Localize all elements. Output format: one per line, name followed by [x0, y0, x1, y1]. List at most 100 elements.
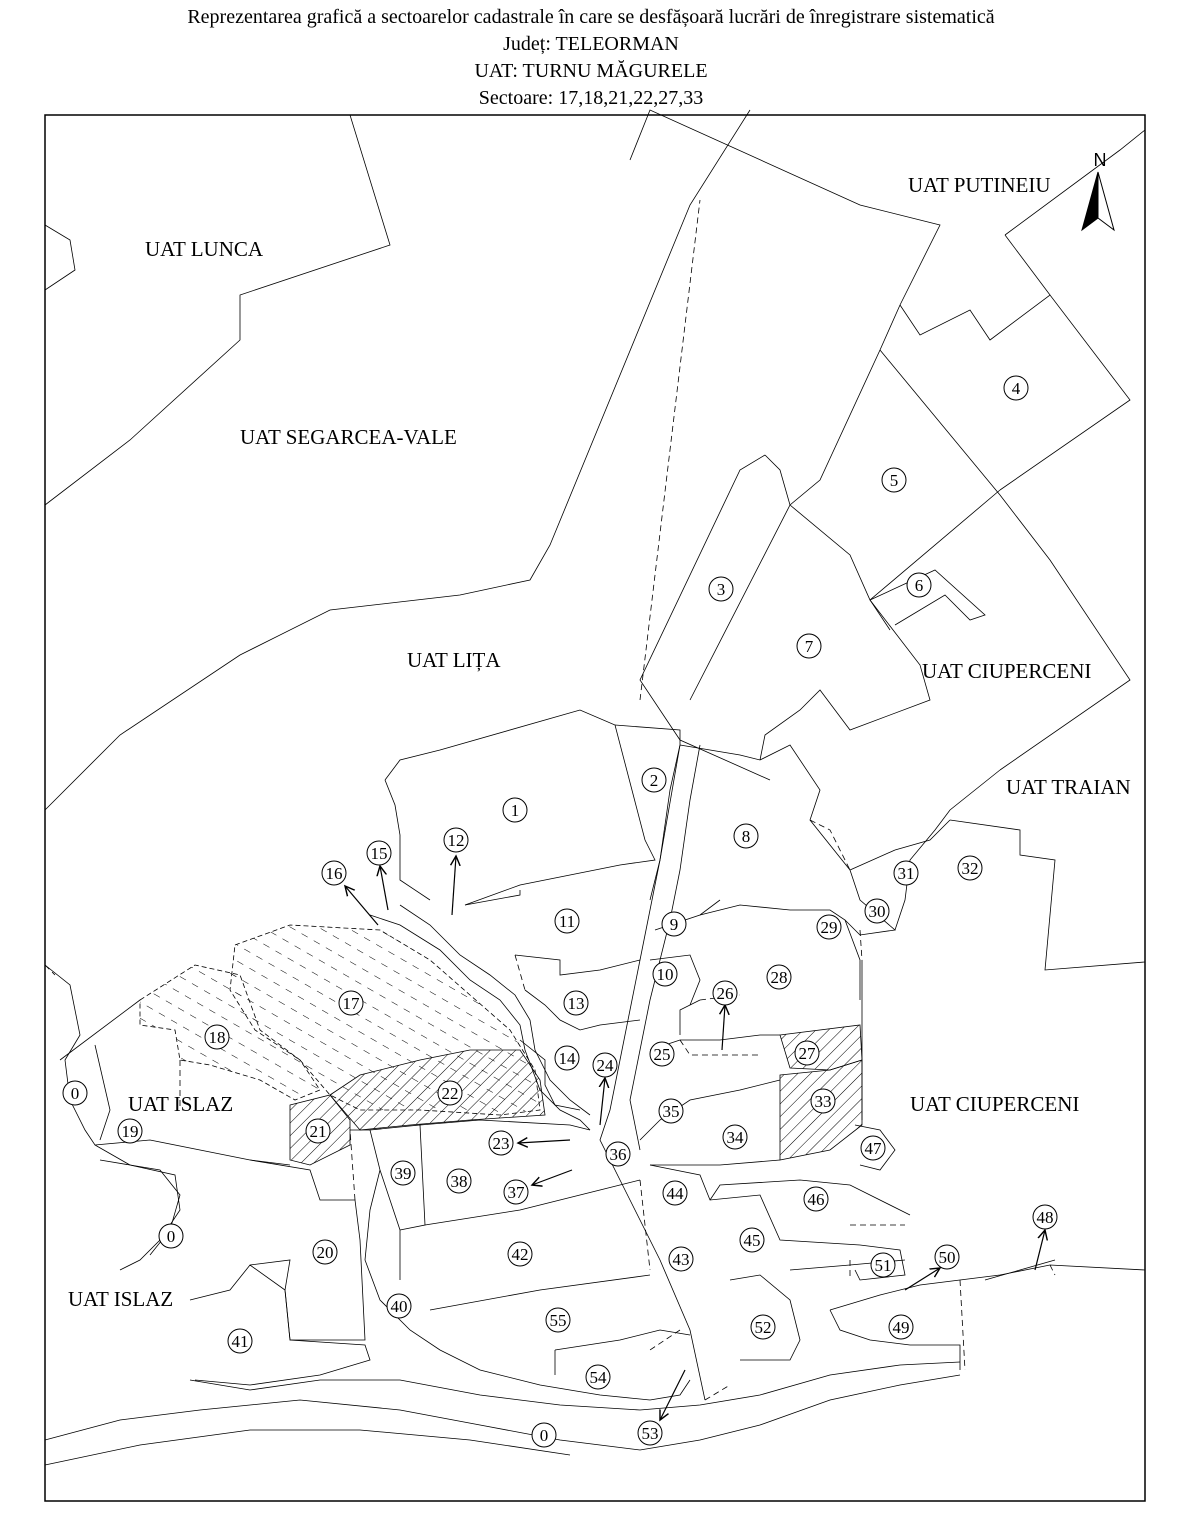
- sector-circle: [637, 1420, 663, 1446]
- sector-number: 3: [717, 580, 726, 599]
- north-arrow-right: [1097, 171, 1115, 232]
- sector-label-33: 33: [810, 1088, 836, 1114]
- north-arrow-left: [1081, 171, 1099, 232]
- sector-circle: [503, 1179, 529, 1205]
- arrow-24: [600, 1078, 605, 1126]
- sector-number: 49: [893, 1318, 910, 1337]
- sector25-boundary: [649, 1034, 780, 1051]
- arrow-23: [518, 1140, 571, 1143]
- sector-circle: [794, 1040, 820, 1066]
- sector-label-6: 6: [906, 572, 932, 598]
- dash-1: [44, 964, 56, 976]
- sector28-boundary: [679, 999, 701, 1035]
- sector-label-34: 34: [722, 1124, 748, 1150]
- islaz-boundary: [44, 964, 291, 1166]
- sector-circle: [227, 1328, 253, 1354]
- sector-label-35: 35: [658, 1098, 684, 1124]
- sector-number: 51: [875, 1256, 892, 1275]
- sector-label-25: 25: [649, 1041, 675, 1067]
- sector38-east: [419, 1119, 591, 1131]
- sector-number: 1: [511, 801, 520, 820]
- danube-line: [44, 1429, 571, 1466]
- sector-circle: [488, 1130, 514, 1156]
- sector47-boundary: [854, 1124, 896, 1171]
- sector-label-11: 11: [554, 908, 580, 934]
- sector-number: 14: [559, 1049, 577, 1068]
- sector-circle: [62, 1080, 88, 1106]
- neighbor-labels: UAT LUNCA UAT SEGARCEA-VALE UAT LIȚA UAT…: [68, 173, 1131, 1311]
- sector-number: 7: [805, 637, 814, 656]
- sector-number: 38: [451, 1172, 468, 1191]
- sector-label-7: 7: [796, 633, 822, 659]
- dash-13: [1049, 1264, 1056, 1276]
- sector-circle: [816, 914, 842, 940]
- sector-label-10: 10: [652, 961, 678, 987]
- sector-circle: [443, 827, 469, 853]
- dash-8: [679, 1039, 760, 1056]
- sector-circle: [733, 823, 759, 849]
- sector-number: 0: [167, 1227, 176, 1246]
- dash-2: [639, 199, 701, 701]
- sector-circle: [563, 990, 589, 1016]
- sector-number: 41: [232, 1332, 249, 1351]
- sector-circle: [592, 1052, 618, 1078]
- sector-circle: [708, 576, 734, 602]
- sector-number: 50: [939, 1248, 956, 1267]
- sector-number: 30: [869, 902, 886, 921]
- sector-number: 18: [209, 1028, 226, 1047]
- sector-number: 4: [1012, 379, 1021, 398]
- sector-label-9: 9: [661, 911, 687, 937]
- sector-label-43: 43: [668, 1246, 694, 1272]
- sector-circle: [554, 908, 580, 934]
- sector-circle: [554, 1045, 580, 1071]
- sector-label-0: 0: [531, 1422, 557, 1448]
- sector-label-21: 21: [305, 1118, 331, 1144]
- sector-circle: [386, 1293, 412, 1319]
- sector-number: 20: [317, 1243, 334, 1262]
- sector-number: 6: [915, 576, 924, 595]
- sector-label-41: 41: [227, 1328, 253, 1354]
- sector-label-45: 45: [739, 1227, 765, 1253]
- sector-label-44: 44: [662, 1180, 688, 1206]
- sector-27-area: [779, 1024, 863, 1071]
- sector-number: 35: [663, 1102, 680, 1121]
- sector-label-28: 28: [766, 964, 792, 990]
- sector-18-area: [139, 964, 321, 1101]
- sector-label-15: 15: [366, 840, 392, 866]
- sector-number: 39: [395, 1164, 412, 1183]
- dashed-boundaries: [44, 199, 1056, 1401]
- sector5-lower: [869, 489, 1001, 631]
- sector-circle: [338, 990, 364, 1016]
- sector-label-8: 8: [733, 823, 759, 849]
- sector-label-24: 24: [592, 1052, 618, 1078]
- sector-number: 33: [815, 1092, 832, 1111]
- sector-circle: [662, 1180, 688, 1206]
- sector48-line: [984, 1259, 1056, 1281]
- arrow-48: [1034, 1230, 1045, 1271]
- sector-label-18: 18: [204, 1024, 230, 1050]
- sector-number: 23: [493, 1134, 510, 1153]
- sector-circle: [888, 1314, 914, 1340]
- sector-circle: [722, 1124, 748, 1150]
- label-uat-lunca: UAT LUNCA: [145, 237, 264, 261]
- arrow-15: [380, 866, 389, 911]
- sector-number: 0: [71, 1084, 80, 1103]
- sector-label-4: 4: [1003, 375, 1029, 401]
- sector-label-31: 31: [893, 860, 919, 886]
- arrow-16: [345, 886, 379, 926]
- sector-label-1: 1: [502, 797, 528, 823]
- dash-5: [514, 954, 526, 991]
- segarcea-lunca-boundary: [44, 114, 391, 506]
- sector4-inner: [1004, 234, 1051, 296]
- sector-number: 16: [326, 864, 343, 883]
- sector-label-0: 0: [158, 1223, 184, 1249]
- sector-number: 27: [799, 1044, 817, 1063]
- sector-number: 2: [650, 771, 659, 790]
- sector-circle: [893, 860, 919, 886]
- sector13-boundary: [524, 989, 641, 1031]
- dash-7: [349, 1129, 356, 1201]
- sector44-45-boundary: [649, 1164, 861, 1246]
- sector-circle: [658, 1098, 684, 1124]
- sector-label-29: 29: [816, 914, 842, 940]
